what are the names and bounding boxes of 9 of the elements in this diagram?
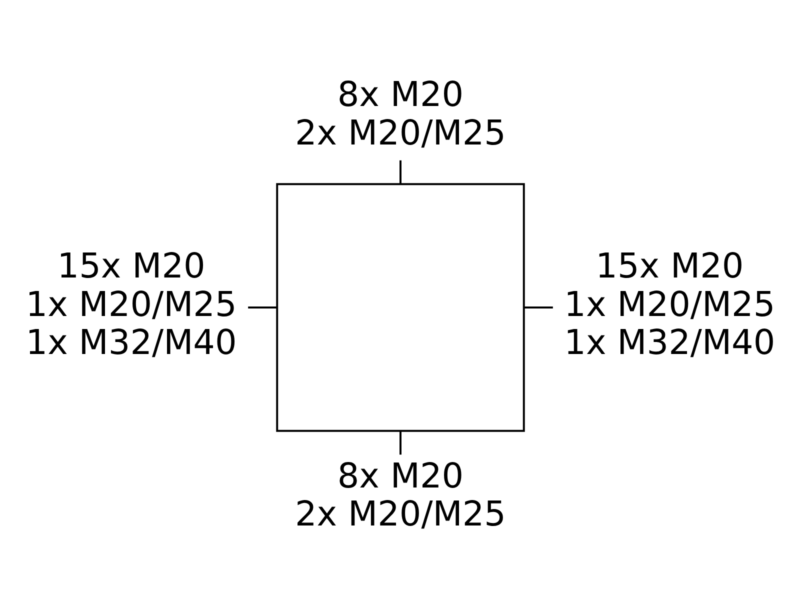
- node-text: 15x M20 1x M20/M25 1x M32/M40: [25, 246, 236, 364]
- connector: [399, 430, 401, 455]
- node-text: 15x M20 1x M20/M25 1x M32/M40: [564, 246, 775, 364]
- node-text: 8x M20 2x M20/M25: [294, 75, 506, 154]
- connector: [523, 306, 552, 308]
- connector: [248, 306, 277, 308]
- connector: [399, 160, 401, 184]
- node-text: 8x M20 2x M20/M25: [294, 456, 506, 535]
- node-box: [276, 183, 524, 432]
